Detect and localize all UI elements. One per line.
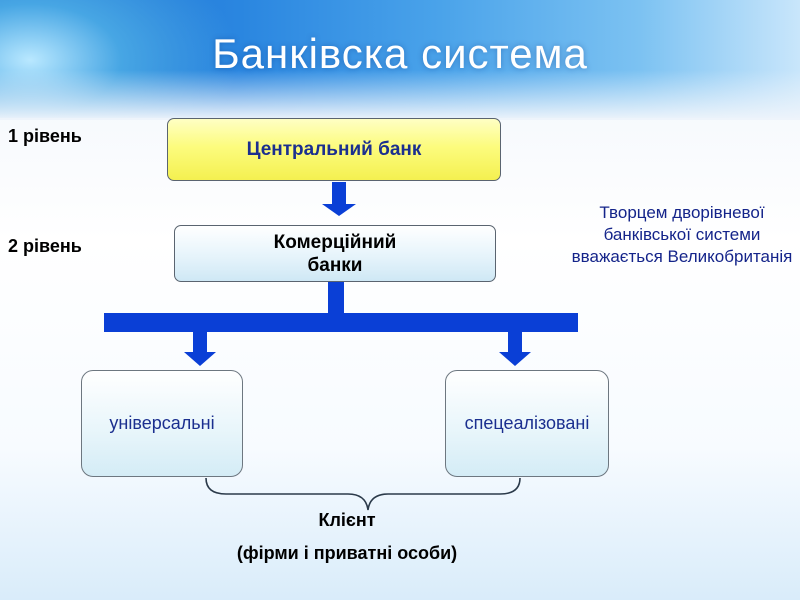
commercial-bank-line-2: банки xyxy=(307,254,363,276)
client-detail: (фірми і приватні особи) xyxy=(236,543,458,563)
curly-brace xyxy=(205,477,521,511)
universal-banks-box: універсальні xyxy=(81,370,243,477)
arrow-down-icon xyxy=(184,332,216,366)
arrow-down-icon xyxy=(322,182,356,216)
level-1-label: 1 рівень xyxy=(8,126,82,146)
central-bank-box: Центральний банк xyxy=(167,118,501,181)
commercial-banks-box: Комерційний банки xyxy=(174,225,496,282)
slide-title: Банківска система xyxy=(212,30,588,77)
arrow-down-icon xyxy=(499,332,531,366)
connector-stem xyxy=(328,282,344,314)
client-label: Клієнт xyxy=(318,510,376,530)
origin-note: Творцем дворівневої банківської системи … xyxy=(571,203,793,266)
connector-bar xyxy=(104,313,578,332)
header-fade xyxy=(0,70,800,120)
specialized-banks-box: спецеалізовані xyxy=(445,370,609,477)
universal-label: універсальні xyxy=(109,413,215,433)
central-bank-label: Центральний банк xyxy=(246,138,422,160)
commercial-bank-line-1: Комерційний xyxy=(273,231,397,253)
level-2-label: 2 рівень xyxy=(8,236,82,256)
specialized-label: спецеалізовані xyxy=(464,413,590,433)
